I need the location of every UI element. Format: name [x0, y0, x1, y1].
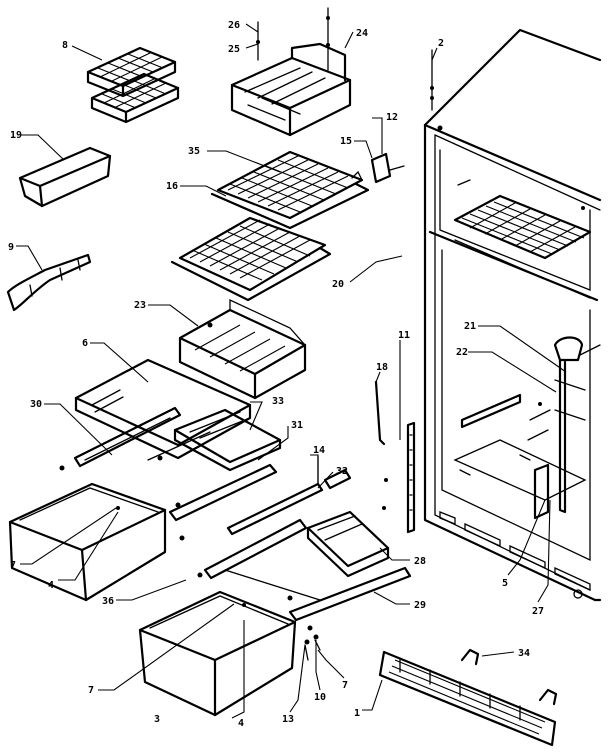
freezer-wire-shelf-lower	[170, 216, 332, 302]
callout-1: 1	[354, 708, 360, 719]
callout-7-a: 7	[10, 560, 16, 571]
center-divider-bracket	[226, 455, 352, 536]
callout-19: 19	[10, 130, 22, 141]
callout-26: 26	[228, 20, 240, 31]
callout-32: 32	[336, 466, 348, 477]
callout-13: 13	[282, 714, 294, 725]
callout-4-b: 4	[238, 718, 244, 729]
callout-21: 21	[464, 321, 476, 332]
crisper-pan-left	[8, 482, 167, 602]
callout-10: 10	[314, 692, 326, 703]
callout-3: 3	[154, 714, 160, 725]
thermostat-control	[370, 152, 405, 184]
crisper-mount-assembly	[527, 336, 584, 520]
callout-36: 36	[102, 596, 114, 607]
callout-14: 14	[313, 445, 325, 456]
freezer-door-bin	[18, 146, 112, 208]
crisper-pan-bottom	[138, 590, 297, 717]
callout-18: 18	[376, 362, 388, 373]
callout-28: 28	[414, 556, 426, 567]
callout-7-c: 7	[342, 680, 348, 691]
callout-15: 15	[340, 136, 352, 147]
callout-7-b: 7	[88, 685, 94, 696]
callout-24: 24	[356, 28, 368, 39]
callout-34: 34	[518, 648, 530, 659]
defrost-tube	[374, 380, 386, 446]
meat-tray	[178, 298, 307, 400]
lower-slide-assembly	[197, 510, 412, 631]
callout-22: 22	[456, 347, 468, 358]
base-grille	[378, 650, 557, 747]
callout-23: 23	[134, 300, 146, 311]
callout-29: 29	[414, 600, 426, 611]
callout-11: 11	[398, 330, 410, 341]
callout-35: 35	[188, 146, 200, 157]
callout-9: 9	[8, 242, 14, 253]
callout-4-a: 4	[48, 580, 54, 591]
callout-12: 12	[386, 112, 398, 123]
callout-8: 8	[62, 40, 68, 51]
leader-lines	[16, 23, 567, 719]
vertical-bracket	[406, 421, 416, 534]
callout-27: 27	[532, 606, 544, 617]
callout-20: 20	[332, 279, 344, 290]
grille-clips	[460, 648, 558, 706]
screws	[304, 478, 388, 661]
callout-30: 30	[30, 399, 42, 410]
callout-33: 33	[272, 396, 284, 407]
freezer-wire-shelf-upper	[210, 150, 370, 230]
callout-16: 16	[166, 181, 178, 192]
callout-5: 5	[502, 578, 508, 589]
ice-tray-holder	[230, 7, 352, 137]
crisper-cover	[74, 358, 252, 460]
refrigerator-cabinet	[423, 28, 602, 602]
ice-cube-trays	[86, 46, 180, 124]
callout-2: 2	[438, 38, 444, 49]
upper-slide-assembly	[59, 406, 282, 541]
door-shelf-rail	[6, 253, 92, 312]
callout-6: 6	[82, 338, 88, 349]
callout-25: 25	[228, 44, 240, 55]
callout-labels: 26 25 24 8 19 12 15 2 35 16 9 20 23 21 2…	[8, 20, 544, 729]
callout-31: 31	[291, 420, 303, 431]
